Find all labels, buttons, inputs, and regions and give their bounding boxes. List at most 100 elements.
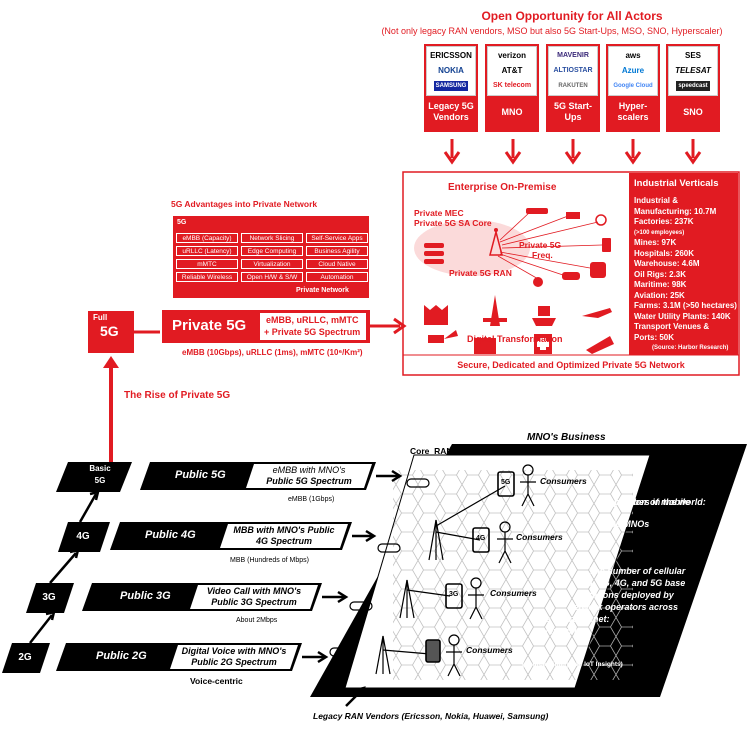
logo-altiostar: ALTIOSTAR: [553, 66, 593, 74]
gen-5g-label: Basic 5G: [89, 464, 111, 485]
hyperscaler-logos: aws Azure Google Cloud: [608, 46, 658, 96]
generation-rows: [2, 462, 376, 673]
vertical-line: Mines: 97K: [634, 238, 677, 247]
freq-line2: Freq.: [532, 250, 553, 260]
actor-label-startups: 5G Start-Ups: [553, 101, 592, 122]
advantages-title: 5G Advantages into Private Network: [171, 199, 318, 209]
logo-sk-telecom: SK telecom: [492, 81, 532, 89]
mno-title: MNO's Business: [527, 432, 606, 443]
advantage-cell: Network Slicing: [241, 233, 303, 243]
legacy-vendor-logos: ERICSSON NOKIA SAMSUNG: [426, 46, 476, 96]
mno-network: [329, 464, 536, 677]
consumers-5g: Consumers: [540, 476, 587, 486]
vertical-line: Transport Venues &: [634, 322, 710, 331]
vertical-line: (>100 employees): [634, 229, 685, 236]
rise-label: The Rise of Private 5G: [124, 390, 231, 401]
ran-links: [497, 211, 603, 281]
fact2-line: the entire planet:: [537, 614, 610, 624]
public-4g-desc1: MBB with MNO's Public: [233, 525, 335, 535]
verticals-box: [629, 173, 738, 355]
public-2g-desc1: Digital Voice with MNO's: [181, 646, 287, 656]
staircase-arrows: [29, 469, 403, 707]
vertical-line: Manufacturing: 10.7M: [634, 206, 717, 216]
verticals-list: Industrial & Manufacturing: 10.7M Factor…: [634, 196, 737, 343]
digital-transformation: Digital Transformation: [467, 334, 563, 344]
fact1-line: The number of mobile: [596, 497, 691, 507]
startup-logos: MAVENIR ALTIOSTAR RAKUTEN: [548, 46, 598, 96]
consumers-4g: Consumers: [516, 532, 563, 542]
advantage-cell: Reliable Wireless: [176, 272, 238, 282]
logo-nokia: NOKIA: [438, 65, 464, 75]
logo-mavenir: MAVENIR: [557, 52, 589, 60]
mec-line2: Private 5G SA Core: [414, 218, 492, 228]
private-5g-perf: eMBB (10Gbps), uRLLC (1ms), mMTC (10⁶/Km…: [182, 348, 363, 357]
vertical-line: Factories: 237K: [634, 217, 694, 226]
logo-aws: aws: [625, 51, 641, 61]
gen-3g-label: 3G: [42, 592, 56, 603]
mno-header: Core RAN (Macro) Phone: [410, 446, 517, 456]
logo-ericsson: ERICSSON: [430, 51, 472, 61]
advantage-cell: eMBB (Capacity): [176, 233, 238, 243]
fact2-line: The number of cellular: [588, 566, 686, 576]
vertical-line: Aviation: 25K: [634, 290, 685, 300]
public-3g-desc1: Video Call with MNO's: [206, 586, 302, 596]
fact2-line: stations deployed by: [584, 590, 674, 600]
ran-label: Private 5G RAN: [449, 268, 512, 278]
logo-google-cloud: Google Cloud: [613, 82, 653, 89]
full-5g-label: 5G: [100, 323, 119, 339]
logo-samsung: SAMSUNG: [433, 80, 469, 91]
legacy-vendors-note: Legacy RAN Vendors (Ericsson, Nokia, Hua…: [313, 711, 549, 721]
mec-line1: Private MEC: [414, 208, 464, 218]
public-4g-desc: MBB with MNO's Public 4G Spectrum: [224, 525, 344, 547]
vertical-line: Industrial &: [634, 196, 679, 205]
gen-5g-badge: Basic 5G: [80, 463, 120, 487]
phone-4g: 4G: [476, 535, 486, 542]
actor-label-mno: MNO: [501, 107, 523, 117]
phone-3g: 3G: [449, 591, 459, 598]
advantage-cell: uRLLC (Latency): [176, 246, 238, 256]
mno-source: (Source: Enterprise IoT Insights): [522, 661, 623, 668]
advantage-cell: Automation: [306, 272, 368, 282]
vertical-line: Maritime: 98K: [634, 280, 687, 289]
public-5g-label: Public 5G: [175, 469, 226, 481]
advantage-cell: Edge Computing: [241, 246, 303, 256]
freq-line1: Private 5G: [519, 240, 562, 250]
public-3g-desc: Video Call with MNO's Public 3G Spectrum: [194, 586, 314, 608]
logo-verizon: verizon: [497, 51, 526, 61]
full-5g-box: [88, 311, 134, 353]
mno-fact-operators: The number of mobile operators in the wo…: [596, 497, 718, 508]
consumers-2g: Consumers: [466, 645, 513, 655]
verticals-source: (Source: Harbor Research): [652, 345, 729, 351]
advantage-cell: Self-Service Apps: [306, 233, 368, 243]
open-subtitle: (Not only legacy RAN vendors, MSO but al…: [381, 26, 723, 36]
advantages-table: [173, 216, 369, 298]
public-2g-desc: Digital Voice with MNO's Public 2G Spect…: [172, 646, 296, 668]
public-2g-desc2: Public 2G Spectrum: [191, 657, 277, 667]
logo-telesat: TELESAT: [675, 65, 711, 75]
logo-azure: Azure: [621, 65, 645, 75]
public-4g-desc2: 4G Spectrum: [255, 536, 313, 546]
open-title: Open Opportunity for All Actors: [481, 9, 663, 23]
vertical-line: Farms: 3.1M (>50 hectares): [634, 301, 737, 310]
enterprise-footer: Secure, Dedicated and Optimized Private …: [457, 360, 685, 370]
actor-label-sno: SNO: [683, 107, 703, 117]
fact2-line: seven million: [533, 626, 591, 636]
sno-logos: SES TELESAT speedcast: [668, 46, 718, 96]
public-5g-desc2: Public 5G Spectrum: [266, 476, 352, 486]
vertical-line: Water Utility Plants: 140K: [634, 311, 731, 321]
advantage-cell: Virtualization: [241, 259, 303, 269]
mno-logos: verizon AT&T SK telecom: [487, 46, 537, 96]
enterprise-icons: [424, 208, 614, 354]
consumers-3g: Consumers: [490, 588, 537, 598]
vertical-line: Warehouse: 4.6M: [634, 259, 700, 268]
down-arrows: [443, 139, 702, 165]
actor-label-hyperscalers: Hyper-scalers: [617, 101, 649, 122]
advantages-footer: Private Network: [296, 287, 349, 294]
phone-5g: 5G: [501, 479, 511, 486]
logo-rakuten: RAKUTEN: [558, 82, 588, 89]
public-5g-desc1: eMBB with MNO's: [272, 465, 346, 475]
advantage-cell: Cloud Native: [306, 259, 368, 269]
private-5g-label: Private 5G: [172, 317, 247, 334]
logo-speedcast: speedcast: [676, 80, 710, 91]
public-3g-desc2: Public 3G Spectrum: [211, 597, 297, 607]
